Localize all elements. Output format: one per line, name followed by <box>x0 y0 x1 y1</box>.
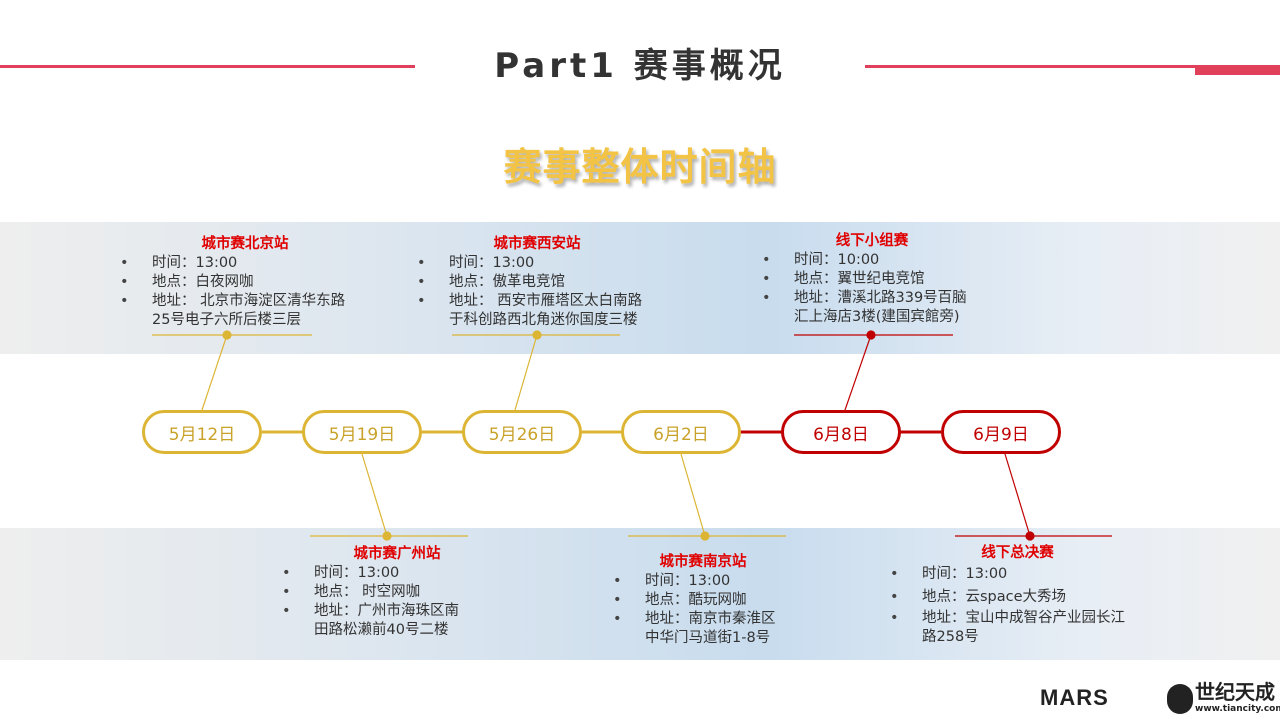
event-time: 时间：13:00 <box>120 254 390 273</box>
event-title: 城市赛西安站 <box>493 236 581 252</box>
event-place: 地点：酷玩网咖 <box>613 591 833 610</box>
event-title: 线下小组赛 <box>835 233 909 249</box>
event-place: 地点： 时空网咖 <box>282 583 502 602</box>
tiancity-logo-icon <box>1167 684 1193 714</box>
event-place: 地点：云space大秀场 <box>890 586 1170 609</box>
event-card-beijing: 城市赛北京站 时间：13:00地点：白夜网咖地址： 北京市海淀区清华东路25号电… <box>120 235 390 330</box>
event-card-finals: 线下总决赛 时间：13:00地点：云space大秀场地址：宝山中成智谷产业园长江… <box>890 544 1170 647</box>
event-address: 地址：南京市秦淮区 <box>613 610 833 629</box>
event-card-group-stage: 线下小组赛 时间：10:00地点：翼世纪电竞馆地址：漕溪北路339号百脑汇上海店… <box>762 232 1022 327</box>
timeline-date-pill: 6月2日 <box>621 410 741 454</box>
event-address: 地址：宝山中成智谷产业园长江 <box>890 609 1170 628</box>
header-line-right <box>865 65 1280 68</box>
event-place: 地点：翼世纪电竞馆 <box>762 270 1022 289</box>
tiancity-url: www.tiancity.com <box>1195 704 1280 714</box>
event-time: 时间：13:00 <box>613 572 833 591</box>
event-title: 线下总决赛 <box>981 545 1054 561</box>
event-address: 地址：广州市海珠区南 <box>282 602 502 621</box>
event-address-cont: 汇上海店3楼(建国宾館旁) <box>794 309 960 325</box>
event-address-cont: 路258号 <box>922 629 979 645</box>
event-card-xian: 城市赛西安站 时间：13:00地点：傲革电竞馆地址： 西安市雁塔区太白南路于科创… <box>417 235 707 330</box>
event-title: 城市赛北京站 <box>201 236 289 252</box>
timeline-date-pill: 6月9日 <box>941 410 1061 454</box>
event-time: 时间：13:00 <box>417 254 707 273</box>
header-line-left <box>0 65 415 68</box>
event-time: 时间：13:00 <box>282 564 502 583</box>
event-place: 地点：白夜网咖 <box>120 273 390 292</box>
mars-logo: MARS <box>1040 685 1109 710</box>
page-title: Part1 赛事概况 <box>494 46 786 86</box>
event-time: 时间：10:00 <box>762 251 1022 270</box>
tiancity-logo: 世纪天成 <box>1195 680 1275 704</box>
timeline-date-pill: 5月19日 <box>302 410 422 454</box>
section-subtitle: 赛事整体时间轴 <box>503 145 777 189</box>
event-address: 地址： 北京市海淀区清华东路 <box>120 292 390 311</box>
event-title: 城市赛南京站 <box>659 554 747 570</box>
timeline-date-pill: 5月26日 <box>462 410 582 454</box>
event-address-cont: 中华门马道街1-8号 <box>645 630 771 646</box>
event-address-cont: 于科创路西北角迷你国度三楼 <box>449 312 638 328</box>
event-address: 地址：漕溪北路339号百脑 <box>762 289 1022 308</box>
timeline-date-pill: 5月12日 <box>142 410 262 454</box>
event-address: 地址： 西安市雁塔区太白南路 <box>417 292 707 311</box>
event-card-guangzhou: 城市赛广州站 时间：13:00地点： 时空网咖地址：广州市海珠区南田路松濑前40… <box>282 545 502 640</box>
header-accent-block <box>1195 65 1280 75</box>
timeline-date-pill: 6月8日 <box>781 410 901 454</box>
event-time: 时间：13:00 <box>890 563 1170 586</box>
event-place: 地点：傲革电竞馆 <box>417 273 707 292</box>
event-title: 城市赛广州站 <box>353 546 441 562</box>
event-address-cont: 田路松濑前40号二楼 <box>314 622 449 638</box>
event-card-nanjing: 城市赛南京站 时间：13:00地点：酷玩网咖地址：南京市秦淮区中华门马道街1-8… <box>613 553 833 648</box>
event-address-cont: 25号电子六所后楼三层 <box>152 312 301 328</box>
